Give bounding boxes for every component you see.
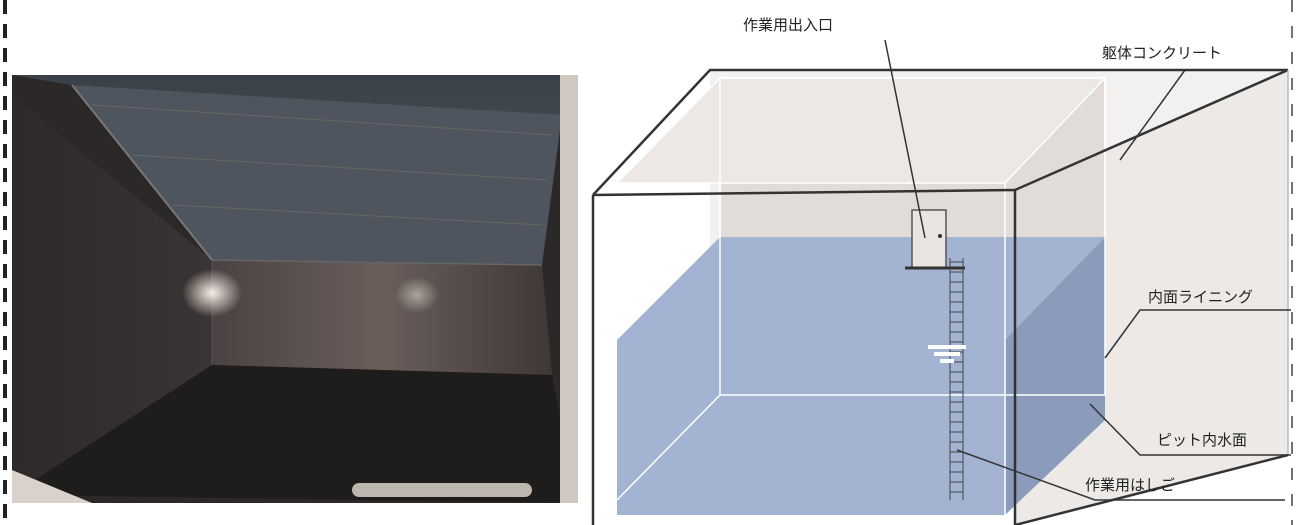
water-level-symbol xyxy=(928,345,966,363)
leader-work-ladder xyxy=(956,449,1285,501)
entrance-door xyxy=(911,209,947,269)
pit-tank-diagram: 作業用出入口 躯体コンクリート 内面ライニング ピット内水面 作業用はしご xyxy=(591,16,1291,525)
label-pit-water-surface: ピット内水面 xyxy=(1157,431,1247,449)
door-knob xyxy=(938,234,942,238)
page-edge-dashes-left xyxy=(3,0,7,525)
water-front xyxy=(617,340,1005,515)
leader-work-entrance xyxy=(884,39,926,239)
leader-concrete-body xyxy=(1119,69,1285,161)
label-work-ladder: 作業用はしご xyxy=(1085,476,1175,494)
water-top-surface xyxy=(617,237,1105,340)
leader-inner-lining xyxy=(1104,309,1291,359)
water-right xyxy=(1005,237,1105,515)
label-work-entrance: 作業用出入口 xyxy=(743,16,833,34)
label-concrete-body: 躯体コンクリート xyxy=(1102,44,1222,62)
page-edge-dashes-right xyxy=(1291,0,1293,525)
work-ladder xyxy=(949,258,964,500)
leader-water-surface xyxy=(1089,403,1291,456)
tank-interior-photo xyxy=(12,75,578,503)
label-inner-lining: 内面ライニング xyxy=(1148,288,1253,306)
